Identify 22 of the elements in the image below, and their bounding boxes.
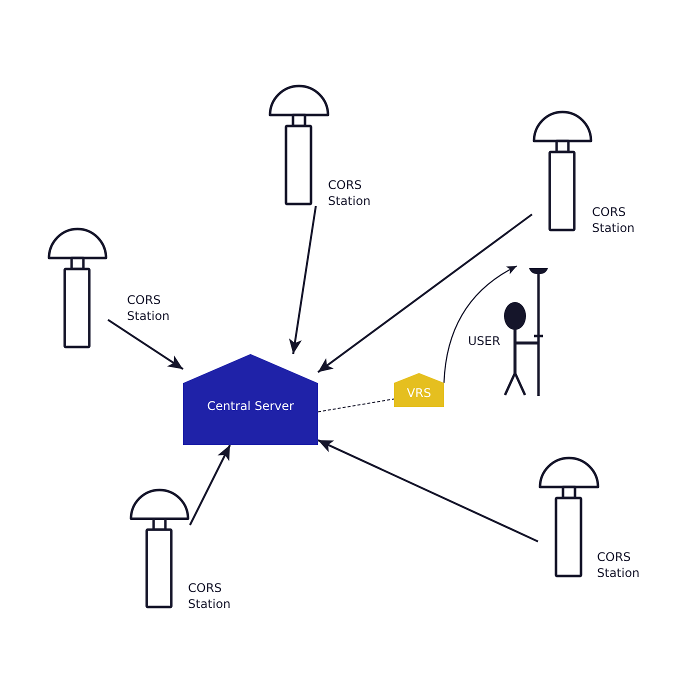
figure-label: USER <box>468 333 500 349</box>
station-label: CORS Station <box>188 580 232 612</box>
antenna-drawing <box>268 84 330 206</box>
arrow <box>189 444 231 526</box>
antenna-drawing <box>47 227 108 349</box>
arrow <box>317 214 533 373</box>
station-label: CORS Station <box>597 549 641 581</box>
station-label: CORS Station <box>328 177 372 209</box>
person-with-pole-drawing <box>503 266 549 396</box>
antenna-drawing <box>129 488 190 609</box>
node-label: Central Server <box>207 399 294 414</box>
curved-arrow <box>443 265 518 383</box>
dashed-line <box>318 398 394 412</box>
station-label: CORS Station <box>592 204 636 236</box>
arrow <box>288 206 317 354</box>
arrow <box>318 439 538 542</box>
house-shaped-box <box>394 373 444 407</box>
station-label: CORS Station <box>127 292 171 324</box>
antenna-drawing <box>532 110 593 232</box>
node-label: VRS <box>406 386 432 400</box>
arrow <box>107 318 184 370</box>
house-shaped-box <box>183 354 318 445</box>
